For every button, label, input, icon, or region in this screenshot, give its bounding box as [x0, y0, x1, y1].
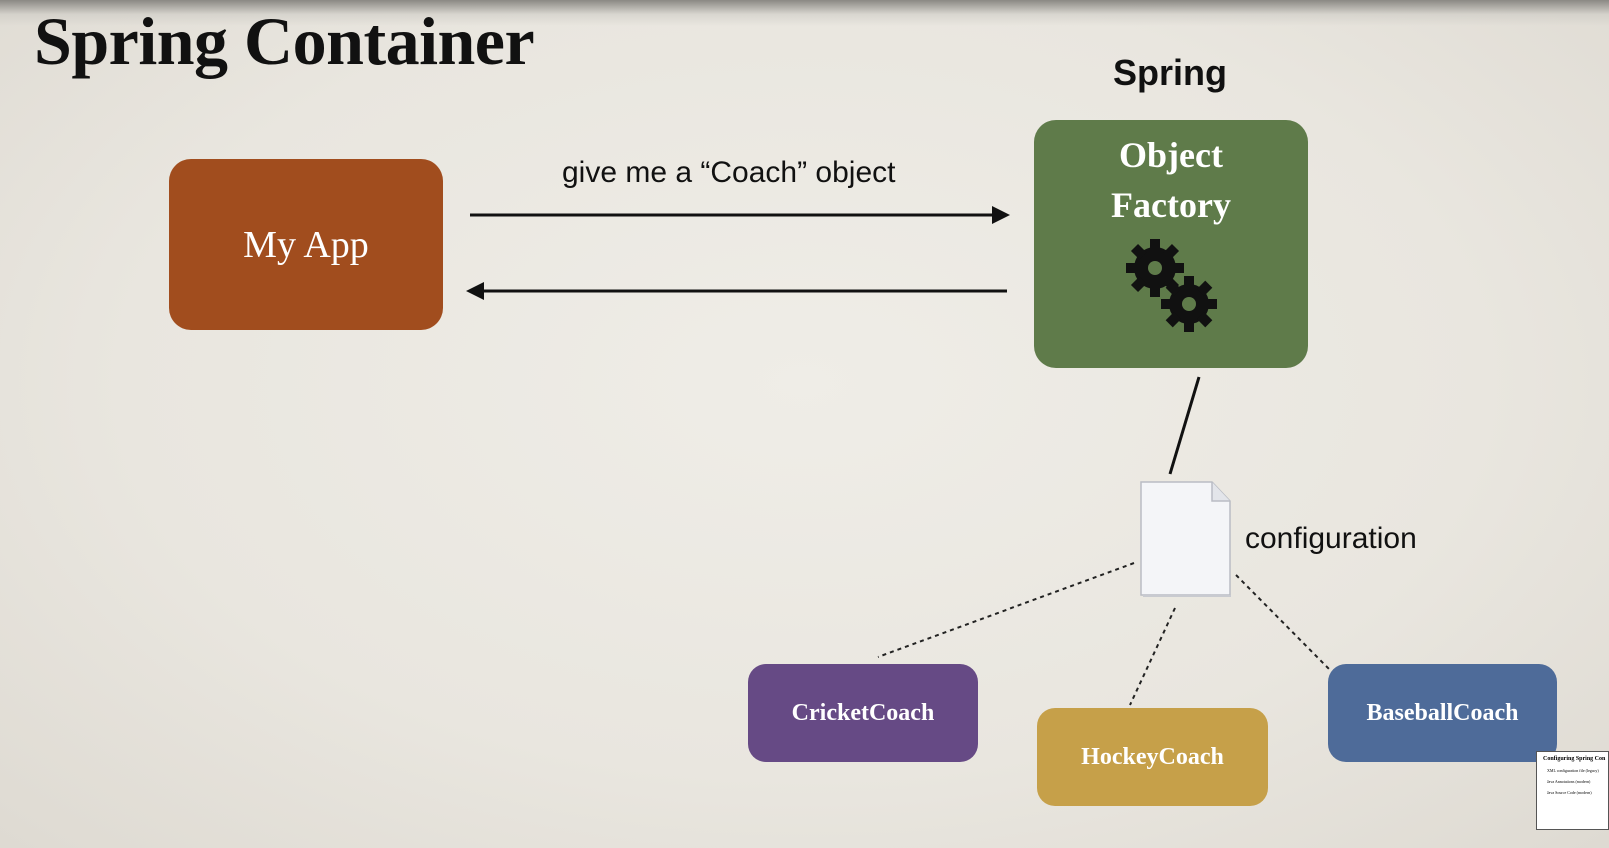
thumbnail-row: Java Source Code (modern): [1547, 790, 1592, 795]
object-factory-box: Object Factory: [1034, 120, 1308, 368]
top-shadow: [0, 0, 1609, 26]
thumbnail-row: Java Annotations (modern): [1547, 779, 1591, 784]
spring-label: Spring: [1113, 52, 1227, 93]
hockey-coach-label: HockeyCoach: [1081, 743, 1224, 770]
object-factory-title: Object Factory: [1111, 130, 1231, 230]
factory-config-line: [1168, 376, 1201, 475]
config-baseball-line: [1235, 574, 1331, 671]
configuration-label: configuration: [1245, 522, 1417, 555]
baseball-coach-label: BaseballCoach: [1366, 699, 1519, 726]
request-arrow: [470, 206, 1010, 224]
slide-thumbnail[interactable]: Configuring Spring Con XML configuration…: [1536, 751, 1609, 830]
my-app-label: My App: [243, 223, 369, 266]
config-hockey-line: [1129, 607, 1176, 706]
my-app-box: My App: [169, 159, 443, 330]
object-factory-line1: Object: [1119, 135, 1223, 175]
thumbnail-row: XML configuration file (legacy): [1547, 768, 1599, 773]
config-cricket-line: [877, 562, 1135, 658]
hockey-coach-box: HockeyCoach: [1037, 708, 1268, 806]
response-arrow: [466, 282, 1007, 300]
thumbnail-title: Configuring Spring Con: [1543, 756, 1606, 762]
cricket-coach-box: CricketCoach: [748, 664, 978, 762]
request-label: give me a “Coach” object: [562, 156, 896, 189]
slide-title: Spring Container: [34, 3, 535, 79]
gears-icon: [1126, 239, 1217, 332]
object-factory-line2: Factory: [1111, 185, 1231, 225]
cricket-coach-label: CricketCoach: [791, 699, 935, 726]
baseball-coach-box: BaseballCoach: [1328, 664, 1557, 762]
document-icon: [1140, 481, 1231, 597]
